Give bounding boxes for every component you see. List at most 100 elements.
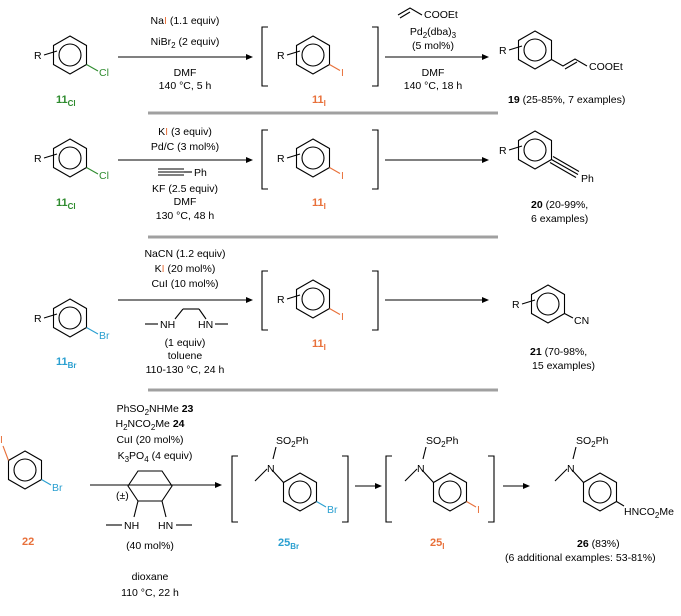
row2-reagent3: Ph: [194, 167, 207, 179]
product-26-structure: N SO2Ph HNCO2Me: [554, 435, 674, 520]
svg-text:HN: HN: [198, 319, 213, 331]
label-25br: 25Br: [278, 537, 299, 551]
svg-text:I: I: [341, 67, 344, 79]
label-11cl: 11Cl: [56, 94, 76, 108]
aryl-iodide-structure: R I: [277, 35, 344, 79]
svg-text:Br: Br: [52, 482, 63, 494]
bracket-right: [372, 26, 379, 87]
row3-reagent1: NaCN (1.2 equiv): [144, 248, 225, 260]
svg-text:N: N: [417, 463, 425, 475]
svg-text:R: R: [499, 145, 507, 157]
bracket-left: [231, 455, 238, 523]
svg-text:CN: CN: [574, 315, 589, 327]
bracket-right: [372, 270, 379, 331]
svg-text:R: R: [512, 299, 520, 311]
product-19-label: 19 (25-85%, 7 examples): [508, 94, 625, 106]
dmchda-structure: NH HN: [106, 470, 192, 532]
row1-conditions2: 140 °C, 18 h: [404, 80, 463, 92]
product-20-label: 20 (20-99%,: [531, 199, 588, 211]
svg-text:I: I: [0, 434, 3, 446]
row-3: R Br 11Br NaCN (1.2 equiv) KI (20 mol%) …: [34, 248, 595, 376]
row1-conditions: 140 °C, 5 h: [159, 80, 212, 92]
bracket-right: [488, 455, 495, 523]
row3-reagent3: CuI (10 mol%): [151, 278, 218, 290]
product-26-more: (6 additional examples: 53-81%): [505, 552, 656, 564]
svg-text:I: I: [341, 170, 344, 182]
row4-reagent1: PhSO2NHMe 23: [117, 403, 194, 417]
label-11i: 11I: [312, 94, 326, 108]
row4-racemic: (±): [116, 490, 129, 502]
row4-solvent: dioxane: [132, 571, 169, 583]
svg-text:R: R: [34, 50, 42, 62]
aryl-alkyne-structure: R Ph: [499, 130, 594, 185]
row3-solvent: toluene: [168, 350, 203, 362]
dmeda-structure: NH HN: [145, 308, 228, 331]
acrylate-structure: [397, 7, 423, 16]
svg-text:I: I: [477, 504, 480, 516]
svg-text:NH: NH: [124, 520, 139, 532]
bracket-left: [261, 26, 268, 87]
bracket-left: [261, 270, 268, 331]
product-21-label: 21 (70-98%,: [530, 346, 587, 358]
svg-text:R: R: [277, 50, 285, 62]
svg-text:N: N: [567, 463, 575, 475]
row3-ligand-equiv: (1 equiv): [165, 337, 206, 349]
svg-text:Cl: Cl: [99, 67, 109, 79]
svg-text:Br: Br: [327, 504, 338, 516]
aryl-iodide-structure: R I: [277, 138, 344, 182]
svg-text:R: R: [277, 153, 285, 165]
bromoiodobenzene-structure: I Br: [0, 434, 63, 494]
label-22: 22: [22, 536, 34, 548]
row2-solvent: DMF: [174, 196, 197, 208]
svg-text:NH: NH: [160, 319, 175, 331]
svg-text:Br: Br: [99, 330, 110, 342]
aryl-nitrile-structure: R CN: [512, 284, 589, 327]
row-2: R Cl 11Cl KI (3 equiv) Pd/C (3 mol%) Ph …: [34, 126, 594, 225]
svg-text:R: R: [277, 294, 285, 306]
row-1: R Cl 11Cl NaI (1.1 equiv) NiBr2 (2 equiv…: [34, 7, 625, 108]
aryl-iodide-structure: R I: [277, 279, 344, 323]
row1-solvent: DMF: [174, 67, 197, 79]
row1-reagent3: COOEt: [424, 9, 458, 21]
aryl-chloride-structure: R Cl: [34, 35, 109, 79]
bracket-right: [372, 129, 379, 190]
row1-reagent1: NaI (1.1 equiv): [151, 15, 220, 27]
svg-text:N: N: [267, 463, 275, 475]
sulfonamide-bromide-structure: N SO2Ph Br: [254, 435, 338, 516]
svg-text:HNCO2Me: HNCO2Me: [624, 506, 674, 520]
row2-reagent2: Pd/C (3 mol%): [151, 141, 219, 153]
row4-reagent4: K3PO4 (4 equiv): [118, 450, 193, 464]
label-11i: 11I: [312, 197, 326, 211]
cinnamate-structure: R COOEt: [499, 30, 623, 73]
aryl-chloride-structure: R Cl: [34, 138, 109, 182]
sulfonamide-iodide-structure: N SO2Ph I: [404, 435, 480, 516]
row3-reagent2: KI (20 mol%): [155, 263, 216, 275]
bracket-right: [342, 455, 349, 523]
svg-text:R: R: [499, 45, 507, 57]
row4-reagent3: CuI (20 mol%): [116, 434, 183, 446]
label-25i: 25I: [430, 537, 444, 551]
product-21-yield: 15 examples): [532, 360, 595, 372]
svg-text:HN: HN: [158, 520, 173, 532]
product-26-label: 26 (83%): [577, 538, 620, 550]
row4-reagent2: H2NCO2Me 24: [115, 418, 184, 432]
row1-reagent2: NiBr2 (2 equiv): [151, 36, 220, 50]
row2-reagent1: KI (3 equiv): [158, 126, 212, 138]
svg-text:COOEt: COOEt: [589, 61, 623, 73]
svg-text:I: I: [341, 311, 344, 323]
row1-catalyst: Pd2(dba)3: [410, 26, 457, 40]
row1-cat-load: (5 mol%): [412, 40, 454, 52]
svg-text:Ph: Ph: [581, 173, 594, 185]
label-11cl: 11Cl: [56, 197, 76, 211]
bracket-left: [261, 129, 268, 190]
row1-solvent2: DMF: [422, 67, 445, 79]
aryl-bromide-structure: R Br: [34, 298, 110, 342]
label-11br: 11Br: [56, 356, 77, 370]
svg-text:SO2Ph: SO2Ph: [426, 435, 459, 449]
svg-text:SO2Ph: SO2Ph: [276, 435, 309, 449]
bracket-left: [385, 455, 392, 523]
svg-text:R: R: [34, 153, 42, 165]
row4-ligand-load: (40 mol%): [126, 540, 174, 552]
label-11i: 11I: [312, 338, 326, 352]
